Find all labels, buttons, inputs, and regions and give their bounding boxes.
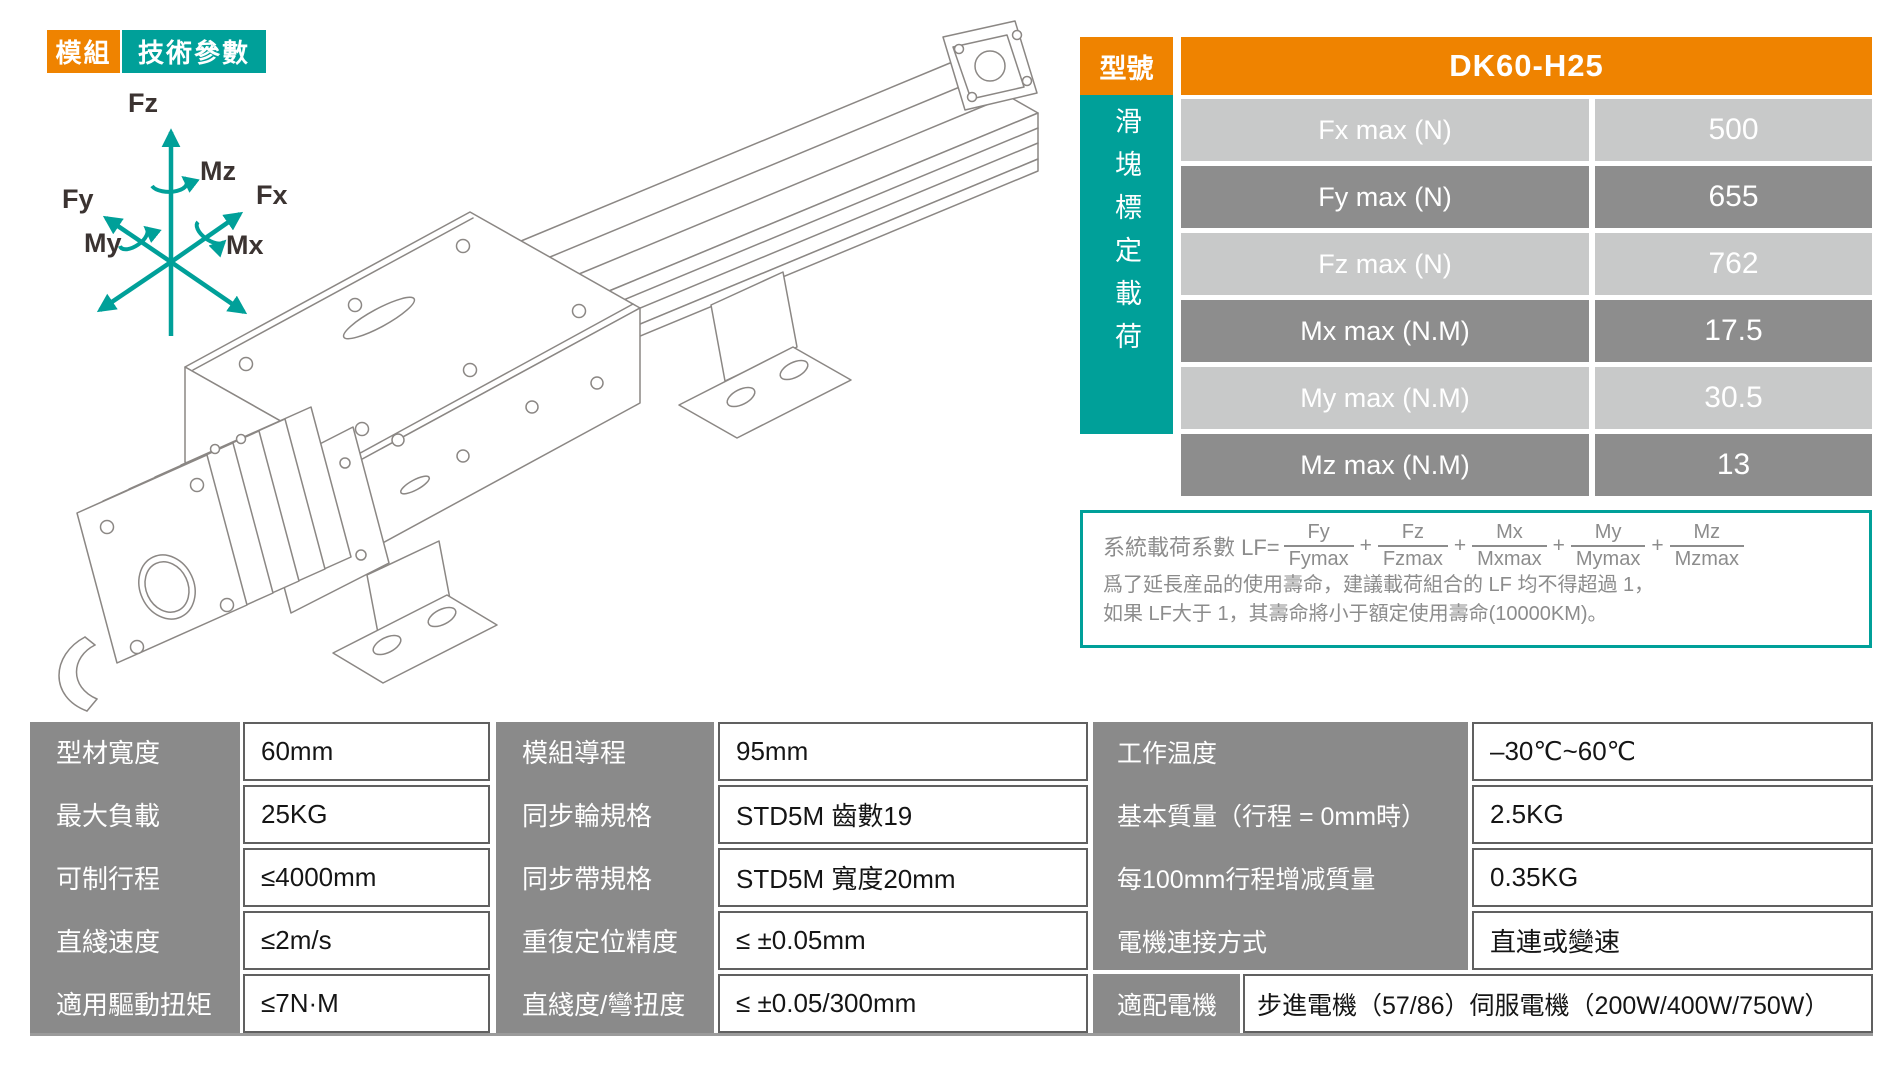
fraction-denominator: Fzmax — [1377, 545, 1448, 570]
load-row-value: 655 — [1595, 166, 1872, 228]
load-row-label: My max (N.M) — [1181, 367, 1589, 429]
spec-label: 同步輪規格 — [522, 801, 653, 831]
spec-value: ≤2m/s — [243, 911, 490, 970]
spec-value: ≤4000mm — [243, 848, 490, 907]
spec-value: STD5M 齒數19 — [718, 785, 1088, 844]
end-block — [942, 20, 1038, 111]
spec-table-bottom-edge — [30, 1033, 1873, 1036]
spec-value: 60mm — [243, 722, 490, 781]
axis-label-fz: Fz — [128, 88, 158, 118]
fraction-numerator: Mz — [1693, 521, 1721, 543]
side-header-text: 滑塊標定載荷 — [1111, 106, 1141, 365]
spec-label: 工作温度 — [1117, 739, 1218, 768]
spec-value: 95mm — [718, 722, 1088, 781]
specification-table: 型材寬度 60mm 模組導程 95mm 工作温度 –30℃~60℃ 最大負載 2… — [30, 722, 1873, 1037]
plus-sign: + — [1359, 534, 1372, 557]
axis-label-my: My — [84, 228, 122, 258]
model-header-label: 型號 — [1080, 37, 1173, 95]
mz-rotation-icon — [150, 175, 200, 194]
spec-label: 適配電機 — [1117, 991, 1218, 1020]
load-row-value: 17.5 — [1595, 300, 1872, 362]
model-header-value: DK60-H25 — [1181, 37, 1872, 95]
spec-value: ≤ ±0.05mm — [718, 911, 1088, 970]
mounting-foot-near — [332, 540, 498, 684]
spec-value: ≤ ±0.05/300mm — [718, 974, 1088, 1033]
spec-label-cell-motor — [1093, 974, 1240, 1033]
plus-sign: + — [1651, 534, 1664, 557]
fx-axis-opposite — [96, 260, 173, 313]
fy-axis-arrow — [102, 215, 173, 264]
plus-sign: + — [1453, 534, 1467, 557]
mx-rotation-icon — [194, 220, 227, 258]
spec-label: 電機連接方式 — [1117, 928, 1268, 957]
spec-label: 重復定位精度 — [522, 927, 679, 957]
formula-prefix: 系統載荷系數 LF= — [1103, 535, 1280, 560]
fraction-denominator: Mzmax — [1669, 545, 1745, 570]
load-factor-formula: 系統載荷系數 LF= Fy Fymax + Fz Fzmax + Mx Mxma… — [1103, 522, 1869, 570]
spec-label: 型材寬度 — [56, 738, 161, 768]
fraction-fy: Fy Fymax — [1283, 521, 1354, 570]
fy-axis-opposite — [169, 260, 248, 315]
fraction-numerator: Mx — [1496, 521, 1523, 543]
load-row-value: 13 — [1595, 434, 1872, 496]
load-row-value: 30.5 — [1595, 367, 1872, 429]
spec-label-column-2 — [496, 722, 714, 1033]
fraction-numerator: Fz — [1401, 521, 1425, 543]
spec-value: 步進電機（57/86）伺服電機（200W/400W/750W） — [1243, 974, 1873, 1033]
spec-value: ≤7N·M — [243, 974, 490, 1033]
load-row-value: 762 — [1595, 233, 1872, 295]
force-axes-icon: Fz Mz Fy Fx My Mx — [62, 88, 288, 336]
spec-label-column-1 — [30, 722, 240, 1033]
tag-technical-parameters: 技術參數 — [122, 30, 266, 73]
spec-value: STD5M 寬度20mm — [718, 848, 1088, 907]
mounting-foot-far — [678, 271, 852, 439]
fraction-numerator: Fy — [1307, 521, 1330, 543]
spec-value: 2.5KG — [1472, 785, 1873, 844]
axis-label-mx: Mx — [226, 230, 264, 260]
load-row-label: Fx max (N) — [1181, 99, 1589, 161]
tag-module: 模組 — [47, 30, 120, 73]
fraction-denominator: Fymax — [1283, 545, 1354, 570]
fraction-denominator: Mxmax — [1472, 545, 1547, 570]
fraction-fz: Fz Fzmax — [1377, 521, 1448, 570]
spec-label: 直綫度/彎扭度 — [522, 990, 686, 1020]
load-row-label: Mx max (N.M) — [1181, 300, 1589, 362]
spec-value: 25KG — [243, 785, 490, 844]
rated-load-table: 型號 DK60-H25 滑塊標定載荷 Fx max (N) 500 Fy max… — [1080, 37, 1872, 650]
spec-label: 可制行程 — [56, 864, 161, 894]
formula-note-line1: 爲了延長産品的使用壽命，建議載荷組合的 LF 均不得超過 1， — [1103, 574, 1655, 596]
spec-label: 基本質量（行程 = 0mm時） — [1117, 802, 1427, 831]
fraction-my: My Mymax — [1570, 521, 1646, 570]
spec-label: 最大負載 — [56, 801, 161, 831]
spec-label: 直綫速度 — [56, 927, 161, 957]
spec-label-column-3 — [1093, 722, 1468, 970]
side-header-rated-load: 滑塊標定載荷 — [1080, 37, 1173, 434]
spec-label: 適用驅動扭矩 — [56, 990, 213, 1020]
load-row-label: Fz max (N) — [1181, 233, 1589, 295]
axis-label-fy: Fy — [62, 184, 94, 214]
spec-label: 模組導程 — [522, 738, 627, 768]
spec-label: 同步帶規格 — [522, 864, 653, 894]
plus-sign: + — [1552, 534, 1565, 557]
spec-value: 直連或變速 — [1472, 911, 1873, 970]
fraction-mx: Mx Mxmax — [1472, 521, 1547, 570]
axis-label-fx: Fx — [256, 180, 288, 210]
spec-label: 每100mm行程增减質量 — [1117, 865, 1376, 894]
load-factor-formula-box: 系統載荷系數 LF= Fy Fymax + Fz Fzmax + Mx Mxma… — [1080, 510, 1872, 648]
formula-note-line2: 如果 LF大于 1，其壽命將小于額定使用壽命(10000KM)。 — [1103, 603, 1608, 625]
load-row-value: 500 — [1595, 99, 1872, 161]
axis-label-mz: Mz — [200, 156, 236, 186]
fraction-numerator: My — [1594, 521, 1622, 543]
fraction-denominator: Mymax — [1570, 545, 1646, 570]
load-row-label: Mz max (N.M) — [1181, 434, 1589, 496]
linear-module-drawing — [58, 20, 1039, 712]
spec-value: –30℃~60℃ — [1472, 722, 1873, 781]
fraction-mz: Mz Mzmax — [1669, 521, 1745, 570]
load-row-label: Fy max (N) — [1181, 166, 1589, 228]
spec-value: 0.35KG — [1472, 848, 1873, 907]
my-rotation-icon — [118, 225, 162, 252]
motor-assembly — [58, 406, 390, 712]
